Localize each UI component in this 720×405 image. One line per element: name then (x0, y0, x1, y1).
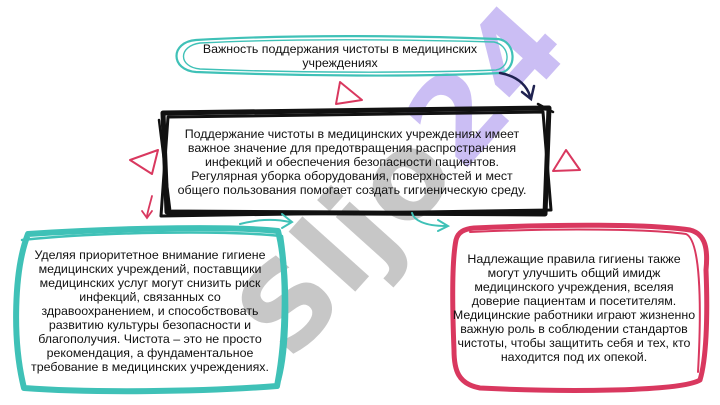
right-node-text: Надлежащие правила гигиены также могут у… (452, 252, 696, 364)
center-node-text: Поддержание чистоты в медицинских учрежд… (177, 127, 527, 197)
curved-arrow (411, 212, 451, 232)
curved-arrow (498, 71, 536, 102)
title-node-text: Важность поддержания чистоты в медицинск… (202, 42, 478, 70)
triangle-outline (552, 149, 581, 172)
curved-arrow (239, 213, 294, 229)
left-node-text: Уделяя приоритетное внимание гигиене мед… (31, 248, 269, 374)
triangle-outline (335, 81, 363, 105)
triangle-outline (129, 149, 159, 175)
right-node-outline (450, 222, 710, 393)
curved-arrow (141, 195, 153, 220)
left-node-outline (13, 225, 289, 395)
center-node-outline (157, 102, 555, 218)
